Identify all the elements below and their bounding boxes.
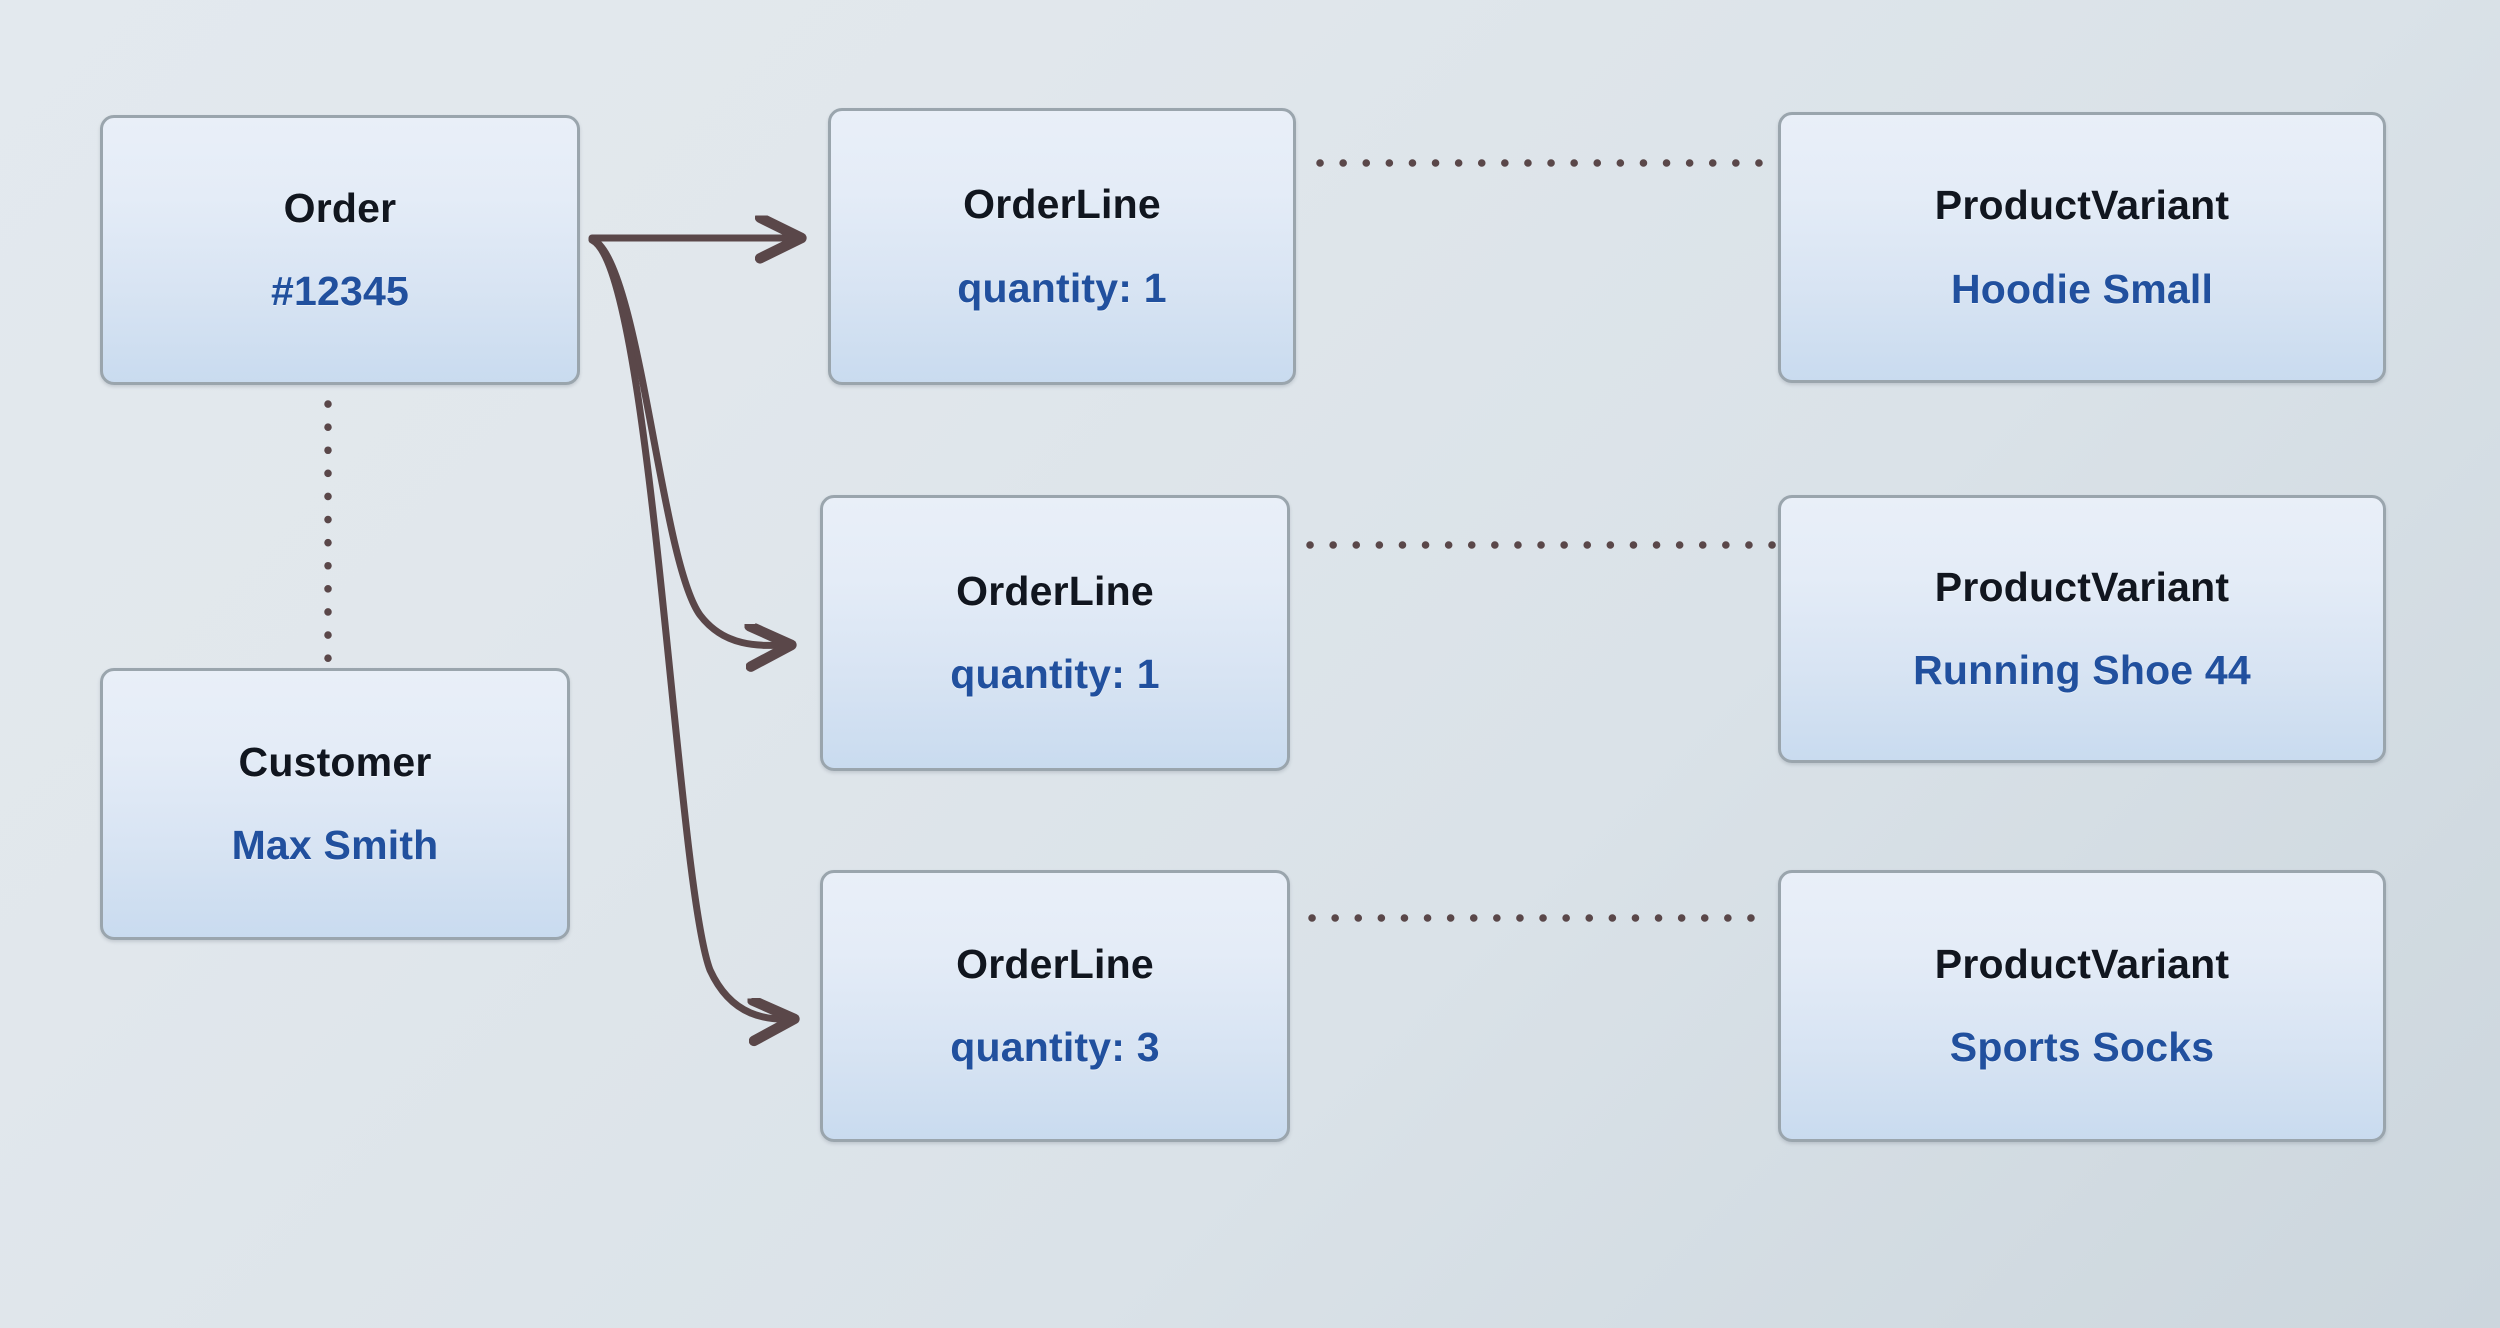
- node-title: Customer: [238, 738, 432, 785]
- node-productvariant-2[interactable]: ProductVariant Running Shoe 44: [1778, 495, 2386, 763]
- node-value: Sports Socks: [1949, 1024, 2215, 1070]
- node-value: Max Smith: [231, 822, 439, 868]
- node-title: OrderLine: [956, 940, 1154, 987]
- node-customer[interactable]: Customer Max Smith: [100, 668, 570, 940]
- node-title: Order: [283, 184, 397, 231]
- edge-order-to-orderline-3: [588, 236, 793, 1019]
- node-orderline-1[interactable]: OrderLine quantity: 1: [828, 108, 1296, 385]
- edge-order-to-orderline-2: [588, 235, 790, 645]
- node-value: Running Shoe 44: [1913, 647, 2251, 693]
- node-value: quantity: 3: [950, 1024, 1160, 1070]
- node-title: OrderLine: [956, 567, 1154, 614]
- node-title: OrderLine: [963, 181, 1161, 228]
- node-value: quantity: 1: [950, 651, 1160, 697]
- node-productvariant-1[interactable]: ProductVariant Hoodie Small: [1778, 112, 2386, 383]
- node-productvariant-3[interactable]: ProductVariant Sports Socks: [1778, 870, 2386, 1142]
- node-orderline-2[interactable]: OrderLine quantity: 1: [820, 495, 1290, 771]
- node-order[interactable]: Order #12345: [100, 115, 580, 385]
- node-value: quantity: 1: [957, 264, 1167, 311]
- node-value: #12345: [270, 268, 409, 314]
- node-value: Hoodie Small: [1950, 265, 2214, 312]
- node-title: ProductVariant: [1934, 182, 2230, 229]
- node-orderline-3[interactable]: OrderLine quantity: 3: [820, 870, 1290, 1142]
- node-title: ProductVariant: [1934, 940, 2230, 987]
- node-title: ProductVariant: [1934, 563, 2230, 610]
